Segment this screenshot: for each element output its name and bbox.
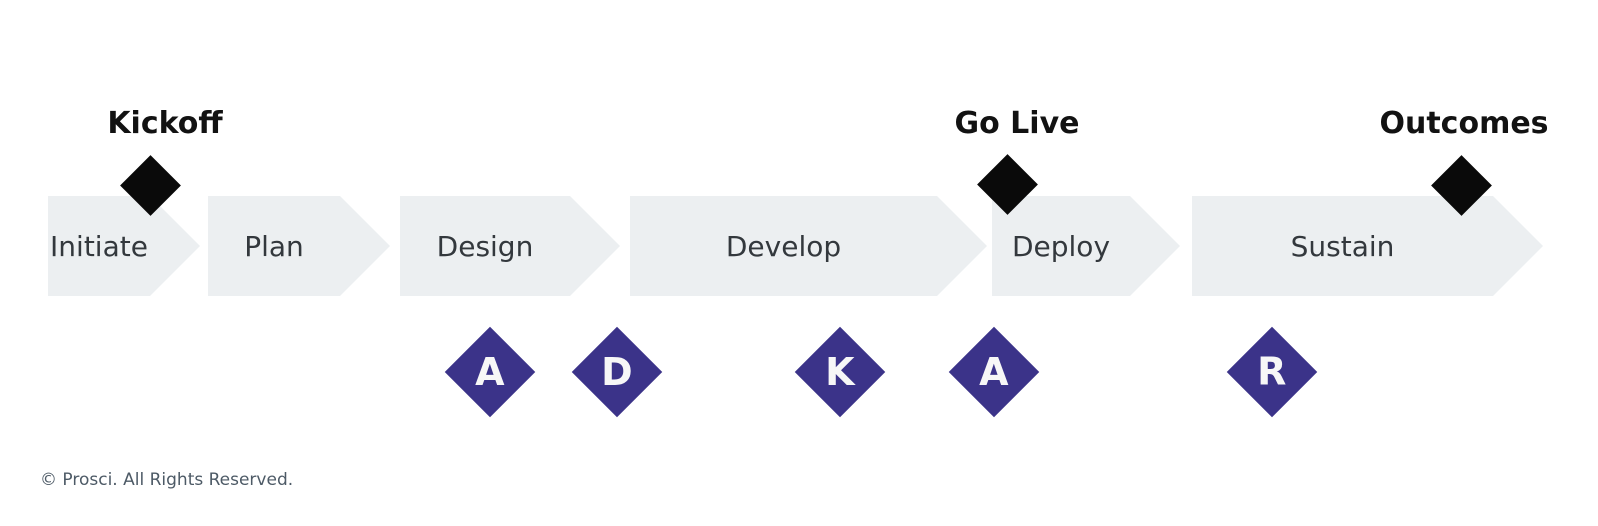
- adkar-letter-awareness: A: [475, 349, 505, 394]
- adkar-diamond-awareness: A: [444, 326, 536, 418]
- phase-arrow-initiate: Initiate: [48, 196, 200, 296]
- adkar-letter-desire: D: [601, 349, 633, 394]
- adkar-letter-knowledge: K: [825, 349, 855, 394]
- milestone-label-outcomes: Outcomes: [1379, 106, 1549, 141]
- milestone-label-kickoff: Kickoff: [107, 106, 223, 141]
- phase-arrow-deploy: Deploy: [992, 196, 1180, 296]
- adkar-letter-reinforcement: R: [1257, 349, 1287, 394]
- copyright-text: © Prosci. All Rights Reserved.: [40, 470, 294, 490]
- phase-arrow-develop: Develop: [630, 196, 987, 296]
- adkar-letter-ability: A: [979, 349, 1009, 394]
- adkar-diamond-reinforcement: R: [1226, 326, 1318, 418]
- adkar-diamond-desire: D: [571, 326, 663, 418]
- phase-arrow-sustain: Sustain: [1192, 196, 1543, 296]
- milestone-label-go-live: Go Live: [954, 106, 1080, 141]
- phase-arrow-design: Design: [400, 196, 620, 296]
- adkar-diamond-knowledge: K: [794, 326, 886, 418]
- phase-arrow-plan: Plan: [208, 196, 390, 296]
- adkar-diamond-ability: A: [948, 326, 1040, 418]
